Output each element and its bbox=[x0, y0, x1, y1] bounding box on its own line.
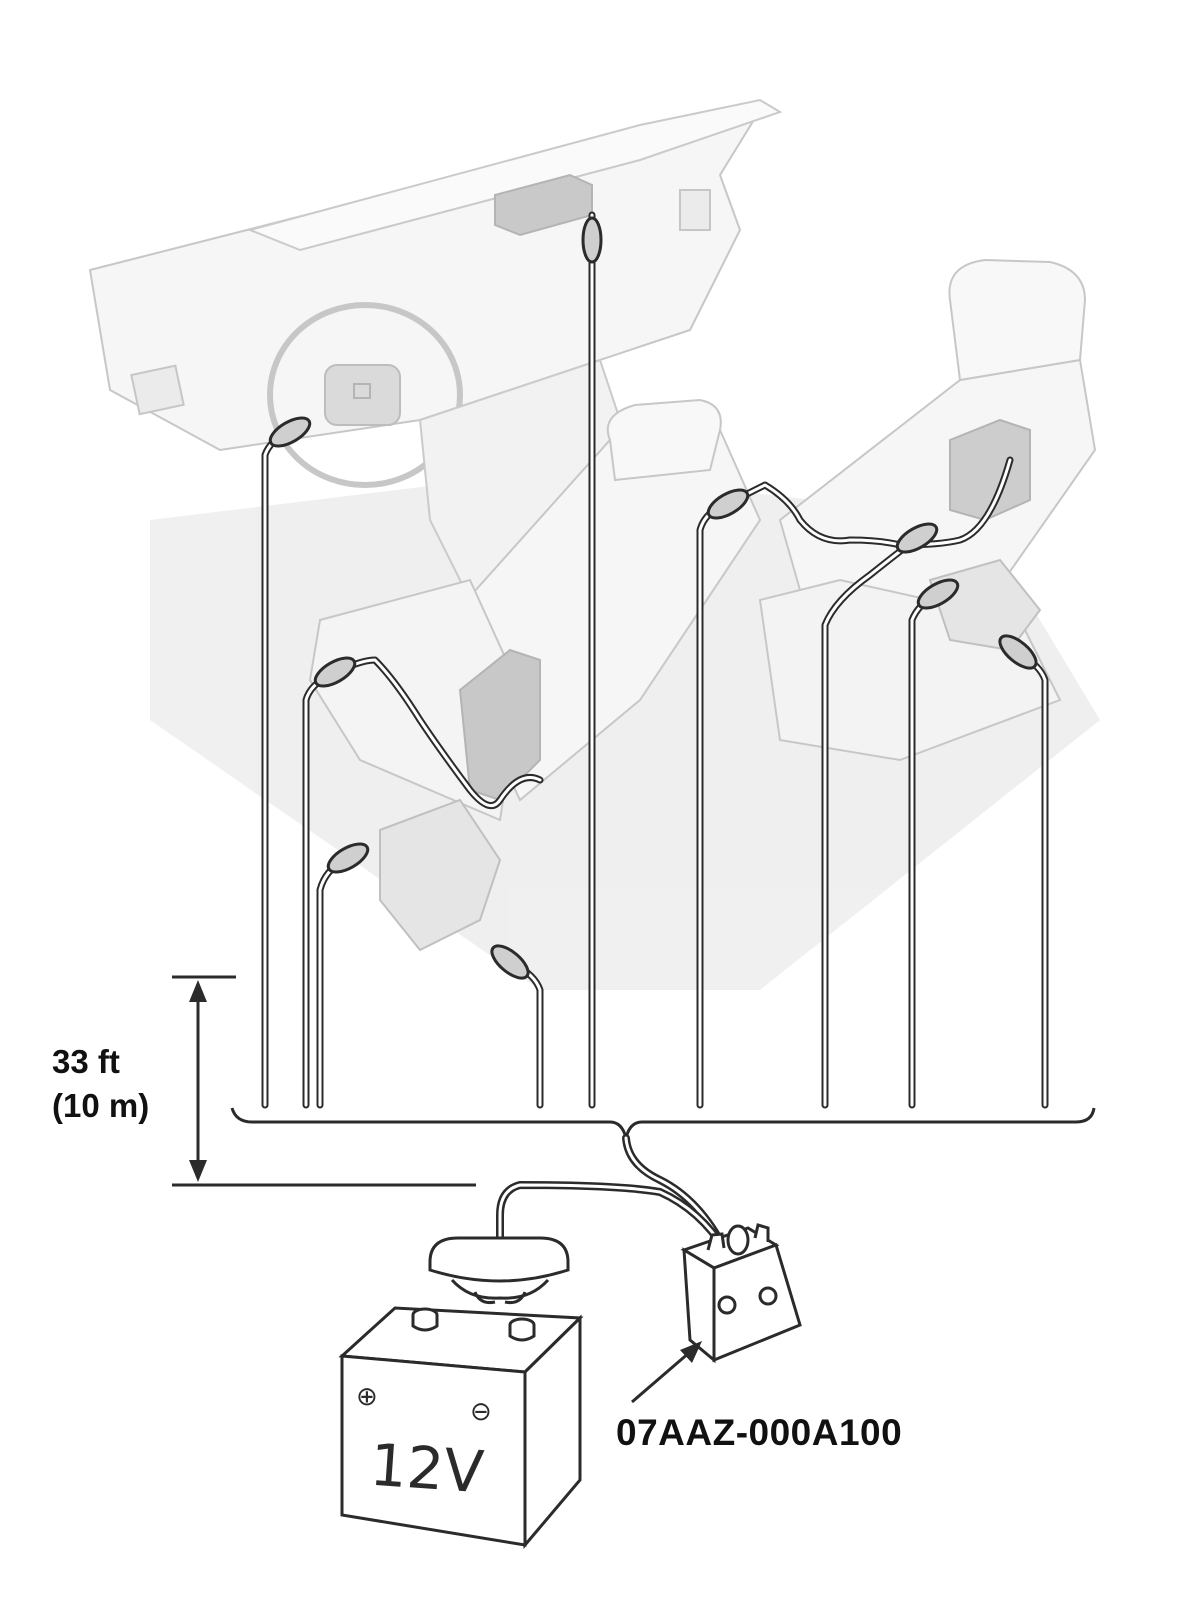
clamp-jaws bbox=[450, 1278, 550, 1300]
right-vent bbox=[679, 189, 711, 231]
battery-side bbox=[523, 1314, 582, 1550]
wire-seatbelt-tensioner-2 bbox=[511, 961, 544, 1109]
driver-airbag-module bbox=[324, 364, 401, 426]
front-headrest bbox=[606, 398, 722, 482]
rear-headrest bbox=[948, 258, 1087, 382]
dimension-length-ft: 33 ft bbox=[52, 1043, 120, 1080]
connector-tensioner-1 bbox=[326, 842, 370, 874]
dimension-arrow-down bbox=[189, 1160, 207, 1182]
wire-seatbelt-tensioner-1 bbox=[316, 856, 349, 1109]
lower-seat-bracket bbox=[379, 798, 502, 952]
tool-part-number: 07AAZ-000A100 bbox=[616, 1412, 903, 1453]
tool-button-2 bbox=[758, 1286, 778, 1306]
tool-cables bbox=[496, 1134, 729, 1254]
battery-voltage-label: 12V bbox=[368, 1431, 486, 1507]
tool-side bbox=[712, 1243, 802, 1363]
wire-bundle-brace bbox=[230, 1107, 1096, 1139]
vehicle-interior-illustration bbox=[88, 98, 1100, 990]
steering-wheel bbox=[267, 302, 463, 488]
rear-side-airbag-module bbox=[949, 418, 1031, 522]
connector-passenger bbox=[581, 216, 603, 264]
dimension-length-m: (10 m) bbox=[52, 1087, 150, 1124]
connector-rear-tensioner-2 bbox=[998, 634, 1038, 670]
battery-positive-symbol: ⊕ bbox=[356, 1382, 378, 1412]
connector-tensioner-2 bbox=[490, 944, 530, 980]
deployment-tool bbox=[680, 1223, 802, 1364]
connector-rear-side bbox=[895, 522, 939, 554]
battery-negative-symbol: ⊖ bbox=[470, 1397, 492, 1427]
connector-front-passenger-seat bbox=[706, 488, 750, 520]
dimension-indicator bbox=[172, 975, 476, 1187]
wire-connectors bbox=[268, 216, 1038, 980]
dimension-arrow-up bbox=[189, 980, 207, 1002]
left-vent bbox=[130, 364, 185, 416]
airbag-emblem bbox=[353, 383, 371, 399]
battery bbox=[338, 1306, 584, 1550]
dimension-label: 33 ft (10 m) bbox=[52, 1040, 149, 1128]
dashboard bbox=[88, 108, 763, 452]
clamp-body bbox=[428, 1236, 570, 1283]
connector-rear-tensioner bbox=[916, 578, 960, 610]
part-pointer-arrow bbox=[631, 1341, 702, 1404]
battery-clamp bbox=[428, 1236, 570, 1304]
connector-front-seat bbox=[313, 656, 357, 688]
tool-button-1 bbox=[717, 1295, 737, 1315]
windshield-edge bbox=[246, 98, 783, 252]
connector-driver bbox=[268, 416, 312, 448]
